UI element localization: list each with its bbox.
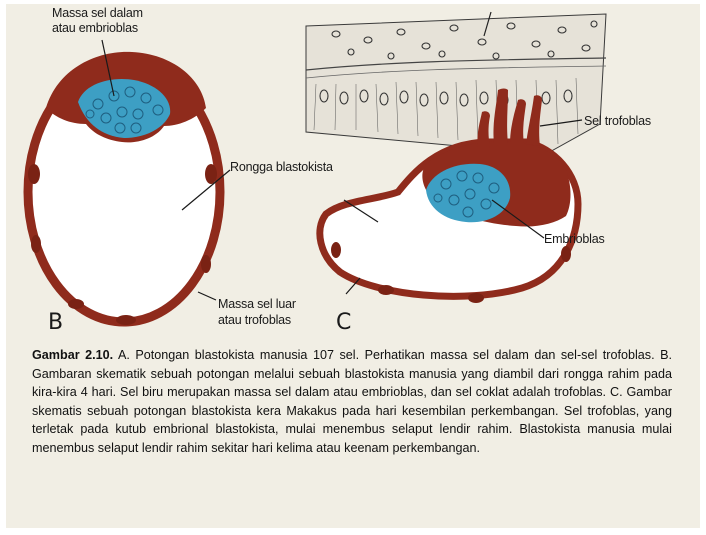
label-embrioblas: Embrioblas [544, 232, 605, 246]
label-atau-embrioblas: atau embrioblas [52, 21, 138, 35]
caption-text: A. Potongan blastokista manusia 107 sel.… [32, 348, 672, 455]
label-massa-sel-dalam: Massa sel dalam [52, 6, 143, 20]
figure-caption: Gambar 2.10. A. Potongan blastokista man… [32, 346, 672, 457]
blastocyst-figure [6, 4, 700, 344]
book-page: Massa sel dalam atau embrioblas Rongga b… [6, 4, 700, 528]
blastocyst-b [28, 52, 220, 325]
label-rongga-blastokista: Rongga blastokista [230, 160, 333, 174]
label-massa-sel-luar: Massa sel luar [218, 297, 296, 311]
panel-letter-b: B [48, 310, 63, 335]
panel-letter-c: C [336, 310, 351, 335]
label-atau-trofoblas: atau trofoblas [218, 313, 291, 327]
caption-head: Gambar 2.10. [32, 348, 113, 362]
label-sel-trofoblas: Sel trofoblas [584, 114, 651, 128]
uterine-tissue [306, 12, 606, 154]
